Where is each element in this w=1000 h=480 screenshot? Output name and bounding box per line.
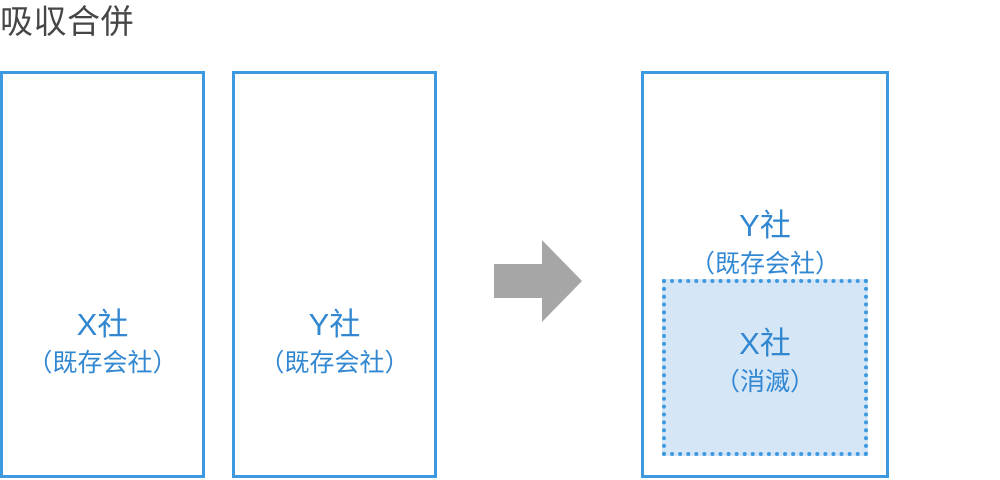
company-label-group: Y社 （既存会社） [235, 306, 434, 380]
company-name-y: Y社 [308, 307, 361, 342]
company-name-x: X社 [76, 307, 129, 342]
dissolved-company-label-group: X社 （消滅） [666, 325, 864, 399]
surviving-company-status: （既存会社） [689, 250, 840, 278]
right-arrow-icon [494, 240, 582, 322]
company-label-group: X社 （既存会社） [3, 306, 202, 380]
company-status-x: （既存会社） [27, 349, 178, 377]
surviving-company-label-group: Y社 （既存会社） [644, 207, 886, 281]
company-box-x-before: X社 （既存会社） [0, 71, 205, 478]
dissolved-company-name: X社 [739, 326, 791, 361]
company-status-y: （既存会社） [259, 349, 410, 377]
surviving-company-name: Y社 [739, 208, 791, 243]
page-title: 吸収合併 [0, 3, 134, 40]
dissolved-company-status: （消滅） [714, 368, 815, 396]
company-box-y-before: Y社 （既存会社） [232, 71, 437, 478]
dissolved-company-box: X社 （消滅） [662, 279, 868, 456]
